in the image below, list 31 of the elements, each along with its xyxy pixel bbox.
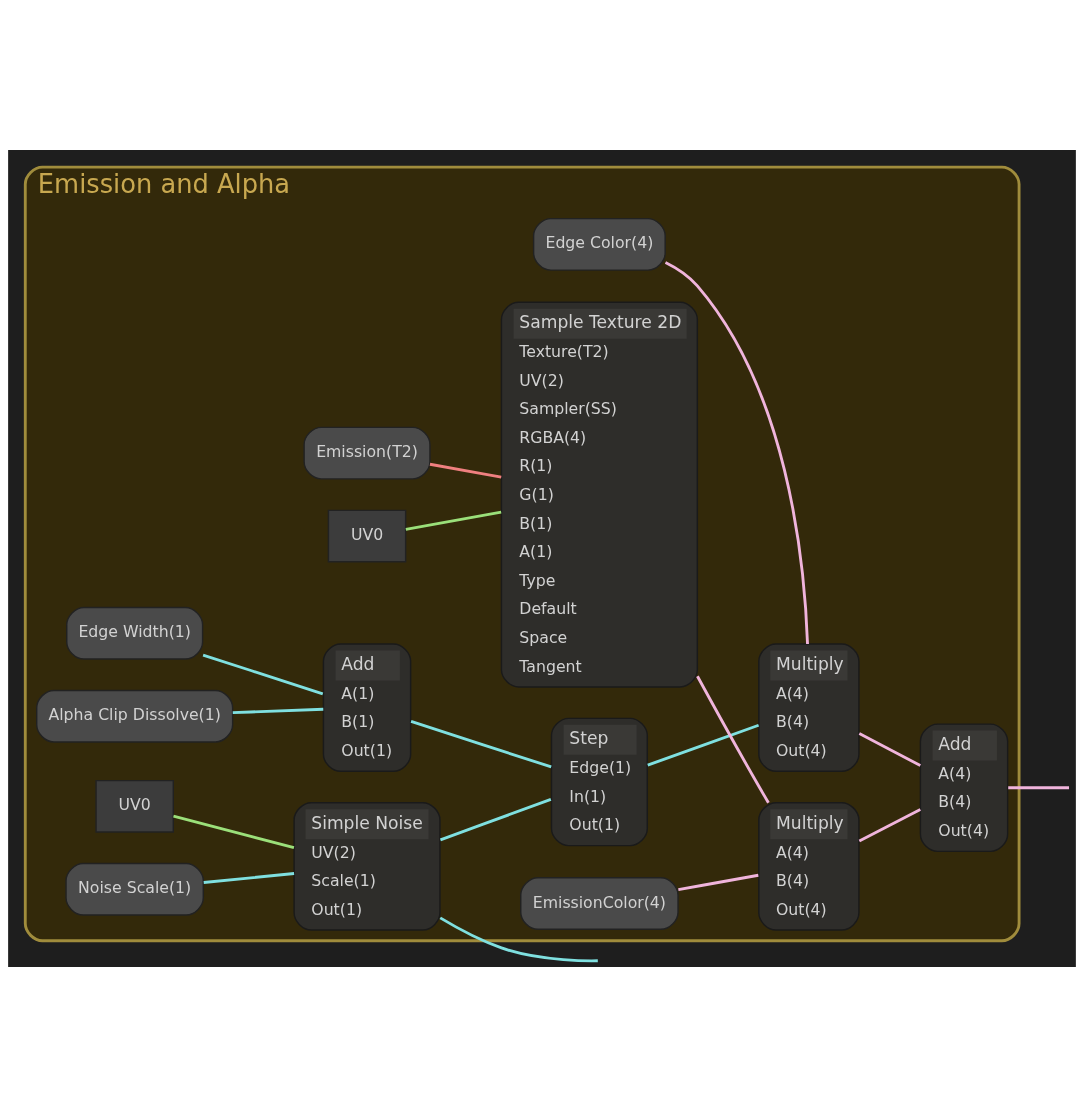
connector (232, 707, 324, 715)
node-box: Multiply A(4) B(4) Out(4) (758, 802, 860, 931)
connector (664, 261, 809, 645)
node-box: EmissionColor(4) (520, 877, 679, 931)
connector (410, 720, 552, 769)
node-box: Multiply A(4) B(4) Out(4) (758, 643, 860, 772)
connector (405, 510, 502, 531)
node-box: Sample Texture 2D Texture(T2) UV(2) Sampler(SS) RGBA(4) R(1) G(1) B(1) A(1) Type Default Space Tangent (500, 301, 699, 688)
connector (203, 872, 295, 884)
connector (439, 798, 552, 842)
node-box: UV0 (327, 509, 407, 563)
connector (647, 723, 760, 767)
node-box: Noise Scale(1) (65, 862, 205, 916)
node-box: UV0 (95, 779, 174, 833)
connector (858, 808, 921, 843)
node-box: Emission(T2) (303, 426, 431, 480)
connector (1008, 786, 1070, 790)
node-box: Step Edge(1) In(1) Out(1) (550, 717, 648, 847)
connector (696, 675, 770, 804)
connector (858, 732, 921, 767)
connector (678, 873, 759, 891)
node-box: Simple Noise UV(2) Scale(1) Out(1) (293, 802, 441, 931)
node-box: Add A(4) B(4) Out(4) (919, 723, 1009, 853)
node-box: Edge Width(1) (66, 606, 204, 660)
connector (439, 916, 598, 963)
node-box: Edge Color(4) (532, 217, 666, 271)
node-box: Add A(1) B(1) Out(1) (322, 643, 412, 772)
node-box: Alpha Clip Dissolve(1) (36, 689, 234, 743)
connector (202, 653, 324, 696)
connector (429, 462, 502, 479)
connector (173, 814, 295, 849)
